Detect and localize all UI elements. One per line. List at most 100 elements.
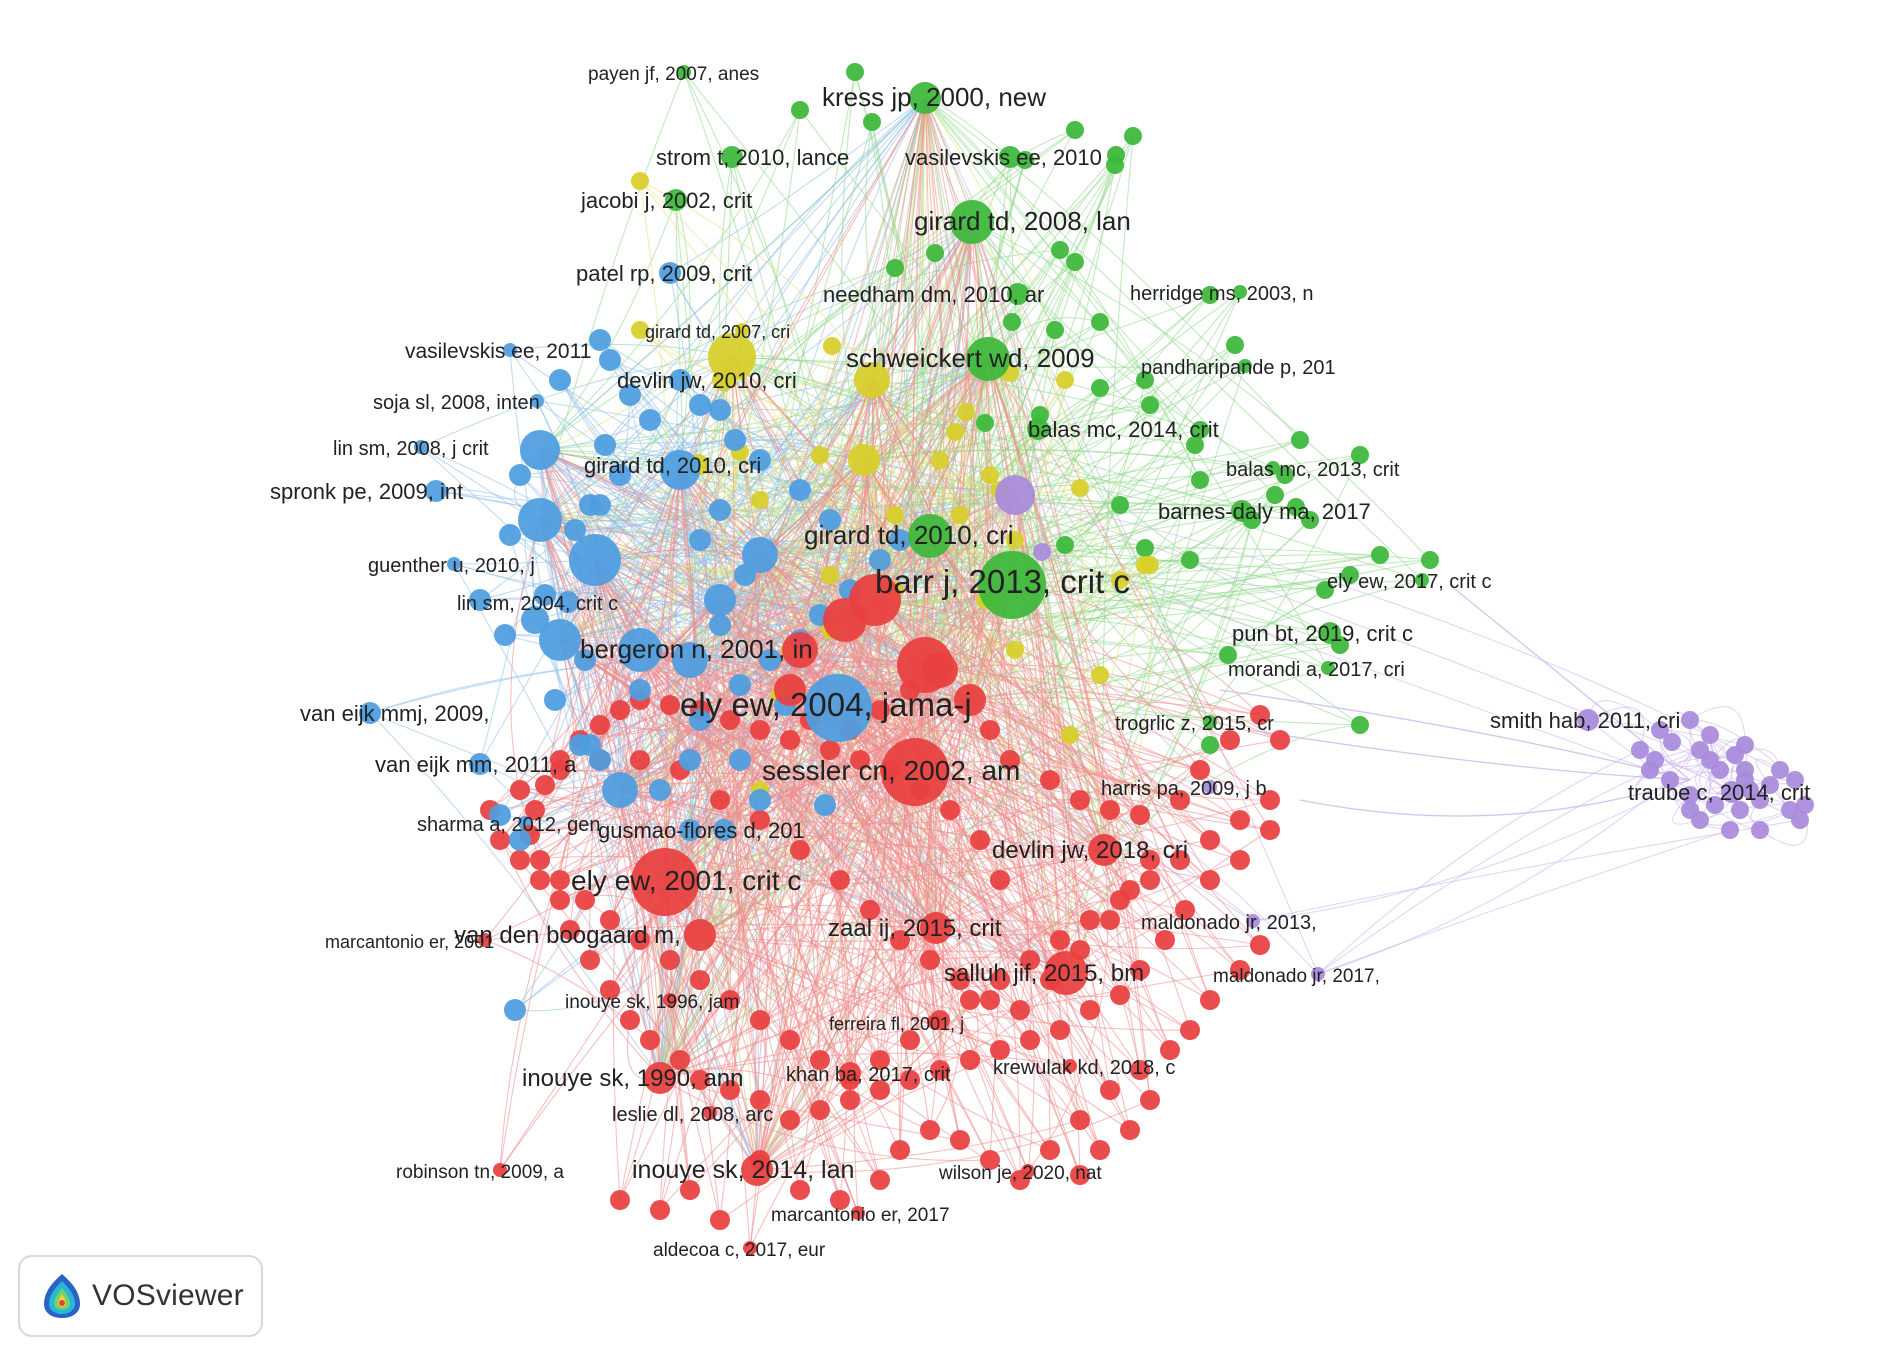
node-label[interactable]: schweickert wd, 2009 [846,343,1095,373]
network-node[interactable] [510,850,530,870]
network-node[interactable] [564,519,586,541]
network-node[interactable] [1170,850,1190,870]
labeled-node[interactable] [1203,715,1217,729]
network-node[interactable] [689,709,711,731]
network-node[interactable] [1070,790,1090,810]
node-label[interactable]: inouye sk, 2014, lan [632,1156,854,1184]
network-node[interactable] [1681,801,1699,819]
network-node[interactable] [990,970,1010,990]
network-node[interactable] [1111,571,1129,589]
network-node[interactable] [1646,751,1664,769]
network-node[interactable] [574,649,596,671]
network-node[interactable] [954,684,986,716]
network-node[interactable] [951,506,969,524]
network-node[interactable] [900,1070,920,1090]
network-node[interactable] [710,1210,730,1230]
node-label[interactable]: jacobi j, 2002, crit [580,188,752,213]
network-node[interactable] [791,101,809,119]
node-label[interactable]: lin sm, 2004, crit c [457,593,618,615]
node-label[interactable]: spronk pe, 2009, int [270,479,463,504]
network-node[interactable] [750,1010,770,1030]
network-node[interactable] [846,63,864,81]
network-node[interactable] [870,1170,890,1190]
node-label[interactable]: girard td, 2008, lan [914,206,1131,236]
node-label[interactable]: girard td, 2010, cri [584,453,761,478]
network-node[interactable] [1070,1165,1090,1185]
network-node[interactable] [863,113,881,131]
network-node[interactable] [1170,790,1190,810]
labeled-node[interactable] [1577,709,1599,731]
network-node[interactable] [1706,796,1724,814]
network-node[interactable] [729,674,751,696]
network-node[interactable] [640,1030,660,1050]
network-node[interactable] [569,534,621,586]
labeled-node[interactable] [469,753,491,775]
network-node[interactable] [940,800,960,820]
network-node[interactable] [1090,1140,1110,1160]
network-node[interactable] [886,259,904,277]
network-node[interactable] [550,890,570,910]
network-node[interactable] [1751,821,1769,839]
network-node[interactable] [759,649,781,671]
network-node[interactable] [639,409,661,431]
node-label[interactable]: inouye sk, 1990, ann [522,1065,744,1092]
network-node[interactable] [1260,820,1280,840]
network-node[interactable] [1181,551,1199,569]
network-node[interactable] [1091,379,1109,397]
network-node[interactable] [889,529,911,551]
node-label[interactable]: inouye sk, 1996, jam [565,992,739,1013]
network-node[interactable] [689,529,711,551]
labeled-node[interactable] [999,146,1021,168]
network-node[interactable] [820,740,840,760]
network-node[interactable] [1260,790,1280,810]
network-node[interactable] [1791,811,1809,829]
network-node[interactable] [1040,770,1060,790]
network-node[interactable] [1056,536,1074,554]
network-node[interactable] [530,850,550,870]
network-node[interactable] [1661,771,1679,789]
network-node[interactable] [1230,960,1250,980]
network-node[interactable] [510,780,530,800]
network-node[interactable] [710,790,730,810]
network-node[interactable] [960,990,980,1010]
network-node[interactable] [890,930,910,950]
labeled-node[interactable] [1721,781,1743,803]
network-node[interactable] [1040,1140,1060,1160]
node-label[interactable]: traube c, 2014, crit [1628,780,1810,805]
network-node[interactable] [660,950,680,970]
network-node[interactable] [1316,581,1334,599]
network-node[interactable] [1771,761,1789,779]
network-node[interactable] [499,524,521,546]
network-node[interactable] [840,1090,860,1110]
network-node[interactable] [1130,805,1150,825]
labeled-node[interactable] [478,933,492,947]
network-node[interactable] [602,772,638,808]
network-node[interactable] [1130,1060,1150,1080]
network-node[interactable] [946,423,964,441]
network-node[interactable] [1091,666,1109,684]
labeled-node[interactable] [839,1062,861,1084]
network-node[interactable] [539,619,581,661]
labeled-node[interactable] [557,591,579,613]
network-node[interactable] [1681,786,1699,804]
labeled-node[interactable] [530,394,544,408]
node-label[interactable]: kress jp, 2000, new [822,82,1046,112]
network-node[interactable] [1200,990,1220,1010]
network-node[interactable] [1140,1090,1160,1110]
network-node[interactable] [990,870,1010,890]
network-node[interactable] [1796,796,1814,814]
network-node[interactable] [890,1140,910,1160]
network-node[interactable] [690,970,710,990]
network-node[interactable] [830,870,850,890]
network-node[interactable] [1736,761,1754,779]
node-label[interactable]: vasilevskis ee, 2010 [905,145,1102,170]
labeled-node[interactable] [684,919,716,951]
network-node[interactable] [1200,830,1220,850]
network-node[interactable] [970,830,990,850]
labeled-node[interactable] [966,337,1010,381]
node-label[interactable]: smith hab, 2011, cri [1490,708,1680,733]
network-node[interactable] [504,999,526,1021]
network-node[interactable] [1651,721,1669,739]
labeled-node[interactable] [1233,285,1247,299]
labeled-node[interactable] [414,440,428,454]
